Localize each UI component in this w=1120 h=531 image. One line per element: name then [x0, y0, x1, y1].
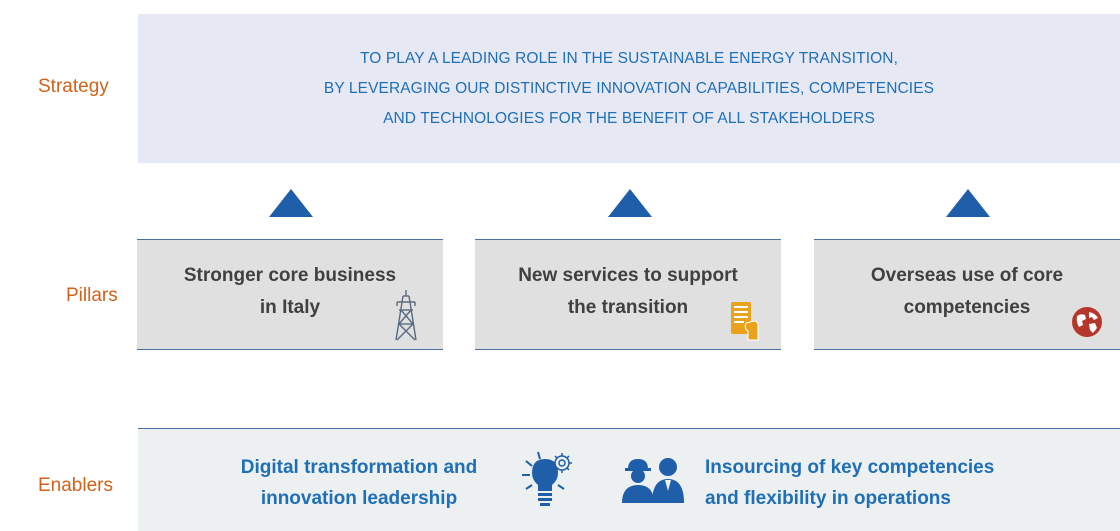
pillar-3-line-2: competencies: [903, 296, 1031, 318]
power-pylon-icon: [395, 290, 417, 341]
lightbulb-gear-icon: [522, 451, 572, 506]
arrow-up-pillar-3: [946, 189, 990, 217]
arrow-up-pillar-2: [608, 189, 652, 217]
pillar-2-line-2: the transition: [567, 296, 689, 318]
strategy-line-3: AND TECHNOLOGIES FOR THE BENEFIT OF ALL …: [383, 109, 875, 127]
tablet-hand-icon: [731, 302, 759, 341]
strategy-box: TO PLAY A LEADING ROLE IN THE SUSTAINABL…: [138, 14, 1120, 163]
workers-icon: [622, 458, 684, 503]
enabler-1-line-1: Digital transformation and: [240, 457, 478, 478]
enablers-box: Digital transformation and innovation le…: [138, 428, 1120, 531]
strategy-line-1: TO PLAY A LEADING ROLE IN THE SUSTAINABL…: [359, 49, 899, 67]
strategy-line-2: BY LEVERAGING OUR DISTINCTIVE INNOVATION…: [323, 79, 935, 97]
enablers-label: Enablers: [38, 475, 113, 496]
pillar-overseas: Overseas use of core competencies: [814, 239, 1120, 350]
pillar-core-business: Stronger core business in Italy: [137, 239, 443, 350]
strategy-label: Strategy: [38, 76, 109, 97]
arrow-up-pillar-1: [269, 189, 313, 217]
pillar-new-services: New services to support the transition: [475, 239, 781, 350]
enabler-2-line-2: and flexibility in operations: [705, 488, 951, 509]
globe-icon: [1072, 307, 1102, 337]
enabler-digital: Digital transformation and innovation le…: [209, 452, 509, 514]
enabler-insourcing: Insourcing of key competencies and flexi…: [705, 452, 1065, 514]
pillar-1-line-2: in Italy: [259, 296, 321, 318]
pillar-1-line-1: Stronger core business: [183, 264, 397, 286]
enabler-2-line-1: Insourcing of key competencies: [705, 457, 995, 478]
enabler-1-line-2: innovation leadership: [260, 488, 458, 509]
pillars-label: Pillars: [66, 285, 118, 306]
pillar-3-line-1: Overseas use of core: [870, 264, 1064, 286]
pillar-2-line-1: New services to support: [518, 264, 738, 286]
